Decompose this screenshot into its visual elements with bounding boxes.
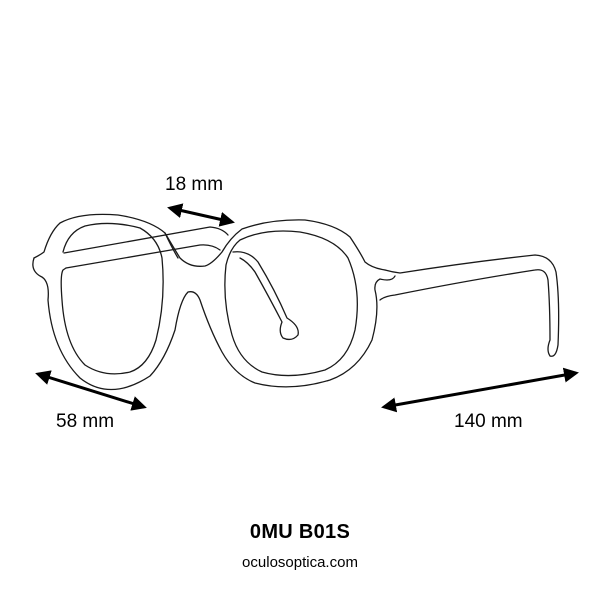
temple-arrow [381,367,579,413]
near-temple-arm [232,251,299,341]
left-rim-outer [32,257,396,391]
left-rim-top [33,213,386,271]
website-label: oculosoptica.com [242,554,358,571]
far-temple [63,226,229,269]
temple-length-label: 140 mm [454,411,523,432]
left-lens-inner [60,222,164,375]
lens-arrow [35,370,147,411]
lens-width-label: 58 mm [56,411,115,432]
model-name: 0MU B01S [249,521,351,543]
bridge-width-label: 18 mm [165,174,224,195]
right-temple [379,254,560,357]
bridge-shape [164,232,179,259]
bridge-arrow [167,203,235,227]
right-lens-inner [224,230,358,377]
